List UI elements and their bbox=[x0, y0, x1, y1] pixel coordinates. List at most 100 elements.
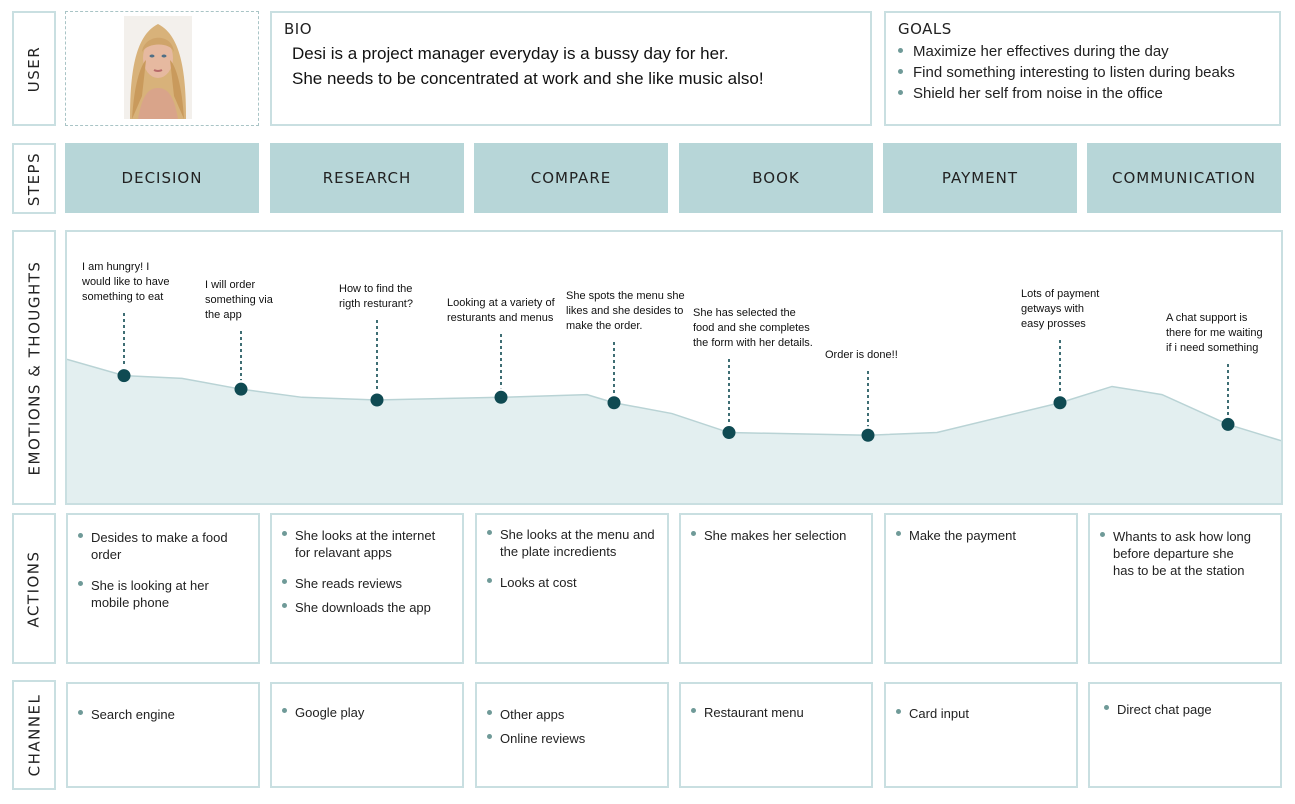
channel-card-decision: Search engine bbox=[66, 682, 260, 788]
bullet-icon bbox=[691, 531, 696, 536]
bullet-icon bbox=[282, 603, 287, 608]
channel-text: Restaurant menu bbox=[704, 705, 804, 720]
emotion-point bbox=[494, 390, 508, 404]
user-avatar bbox=[124, 16, 192, 119]
row-label-channel: CHANNEL bbox=[12, 680, 56, 790]
bullet-icon bbox=[487, 578, 492, 583]
bullet-icon bbox=[1104, 705, 1109, 710]
channel-item: Search engine bbox=[78, 706, 175, 723]
channel-text: Direct chat page bbox=[1117, 702, 1212, 717]
step-research: RESEARCH bbox=[270, 143, 464, 213]
bio-line: She needs to be concentrated at work and… bbox=[292, 69, 764, 88]
action-item: She makes her selection bbox=[691, 527, 846, 544]
channel-text: Online reviews bbox=[500, 731, 586, 746]
action-item: She downloads the app bbox=[282, 599, 431, 616]
step-communication: COMMUNICATION bbox=[1087, 143, 1281, 213]
action-item: Make the payment bbox=[896, 527, 1016, 544]
row-label-user-text: USER bbox=[25, 45, 43, 92]
channel-card-book: Restaurant menu bbox=[679, 682, 873, 788]
emotion-curve-panel: I am hungry! I would like to have someth… bbox=[65, 230, 1283, 505]
emotion-point bbox=[117, 369, 131, 383]
emotion-curve-chart bbox=[67, 313, 1281, 503]
action-item: She looks at the internet for relavant a… bbox=[282, 527, 435, 561]
action-text: She looks at the menu and the plate incr… bbox=[500, 527, 655, 559]
emotion-thought-text: I am hungry! I would like to have someth… bbox=[82, 261, 170, 303]
emotion-point bbox=[1221, 417, 1235, 431]
emotion-point bbox=[722, 426, 736, 440]
action-item: She is looking at her mobile phone bbox=[78, 577, 209, 611]
action-text: She is looking at her mobile phone bbox=[91, 578, 209, 610]
actions-card-payment: Make the payment bbox=[884, 513, 1078, 664]
emotion-thought-text: Lots of payment getways with easy prosse… bbox=[1021, 288, 1100, 330]
emotion-point bbox=[607, 396, 621, 410]
channel-text: Search engine bbox=[91, 707, 175, 722]
goal-text: Find something interesting to listen dur… bbox=[913, 64, 1235, 81]
action-item: Whants to ask how long before departure … bbox=[1100, 528, 1251, 579]
step-payment: PAYMENT bbox=[883, 143, 1077, 213]
bullet-icon bbox=[896, 531, 901, 536]
channel-text: Google play bbox=[295, 705, 365, 720]
actions-card-book: She makes her selection bbox=[679, 513, 873, 664]
actions-card-communication: Whants to ask how long before departure … bbox=[1088, 513, 1282, 664]
row-label-user: USER bbox=[12, 11, 56, 126]
row-label-emotions-text: EMOTIONS & THOUGHTS bbox=[25, 260, 44, 475]
action-text: She makes her selection bbox=[704, 528, 847, 543]
emotion-point bbox=[370, 393, 384, 407]
action-item: Looks at cost bbox=[487, 574, 577, 591]
goals-card: GOALS Maximize her effectives during the… bbox=[884, 11, 1281, 126]
action-text: Whants to ask how long before departure … bbox=[1113, 529, 1252, 578]
row-label-steps-text: STEPS bbox=[25, 151, 44, 206]
goal-item: Shield her self from noise in the office bbox=[898, 85, 1163, 102]
step-book: BOOK bbox=[679, 143, 873, 213]
channel-item: Online reviews bbox=[487, 730, 585, 747]
step-compare: COMPARE bbox=[474, 143, 668, 213]
action-text: Looks at cost bbox=[500, 575, 577, 590]
emotion-thought-text: I will order something via the app bbox=[205, 279, 273, 321]
bio-card: BIO Desi is a project manager everyday i… bbox=[270, 11, 872, 126]
channel-card-payment: Card input bbox=[884, 682, 1078, 788]
emotion-point bbox=[1053, 396, 1067, 410]
bullet-icon bbox=[691, 708, 696, 713]
emotion-thought-text: She spots the menu she likes and she des… bbox=[566, 290, 685, 332]
bullet-icon bbox=[898, 47, 903, 53]
emotion-thought-text: She has selected the food and she comple… bbox=[693, 307, 813, 349]
channel-item: Direct chat page bbox=[1104, 701, 1212, 718]
bullet-icon bbox=[282, 579, 287, 584]
goals-title: GOALS bbox=[898, 20, 952, 38]
emotion-thought-text: Looking at a variety of resturants and m… bbox=[447, 297, 555, 324]
channel-text: Card input bbox=[909, 706, 969, 721]
action-item: She looks at the menu and the plate incr… bbox=[487, 526, 655, 560]
user-photo-frame bbox=[65, 11, 259, 126]
channel-item: Google play bbox=[282, 704, 364, 721]
bullet-icon bbox=[78, 581, 83, 586]
channel-item: Card input bbox=[896, 705, 969, 722]
row-label-steps: STEPS bbox=[12, 143, 56, 214]
action-text: She downloads the app bbox=[295, 600, 431, 615]
emotion-point bbox=[234, 382, 248, 396]
bullet-icon bbox=[896, 709, 901, 714]
goal-item: Find something interesting to listen dur… bbox=[898, 64, 1235, 81]
bio-line: Desi is a project manager everyday is a … bbox=[292, 44, 729, 63]
emotion-thought-text: How to find the rigth resturant? bbox=[339, 283, 413, 310]
action-item: Desides to make a food order bbox=[78, 529, 228, 563]
bullet-icon bbox=[1100, 532, 1105, 537]
action-item: She reads reviews bbox=[282, 575, 402, 592]
action-text: She looks at the internet for relavant a… bbox=[295, 528, 436, 560]
channel-item: Other apps bbox=[487, 706, 564, 723]
channel-card-research: Google play bbox=[270, 682, 464, 788]
bio-title: BIO bbox=[284, 20, 313, 38]
bullet-icon bbox=[282, 708, 287, 713]
row-label-actions: ACTIONS bbox=[12, 513, 56, 664]
goal-text: Shield her self from noise in the office bbox=[913, 85, 1163, 102]
goal-item: Maximize her effectives during the day bbox=[898, 43, 1169, 60]
channel-item: Restaurant menu bbox=[691, 704, 804, 721]
channel-text: Other apps bbox=[500, 707, 565, 722]
bullet-icon bbox=[78, 533, 83, 538]
emotion-line bbox=[67, 358, 1281, 442]
step-decision: DECISION bbox=[65, 143, 259, 213]
emotion-area bbox=[67, 359, 1281, 503]
bullet-icon bbox=[898, 89, 903, 95]
row-label-channel-text: CHANNEL bbox=[25, 693, 44, 777]
